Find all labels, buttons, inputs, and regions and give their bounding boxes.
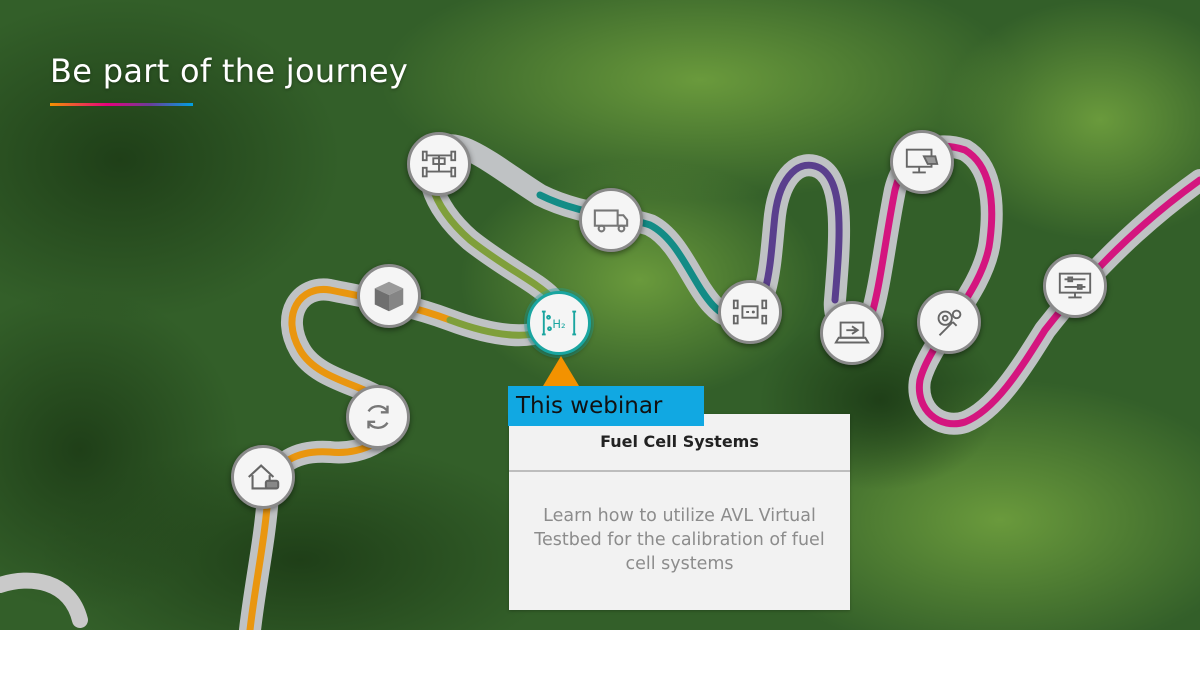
home-charging-icon — [248, 464, 280, 490]
webinar-info-card: Fuel Cell Systems Learn how to utilize A… — [509, 414, 850, 610]
battery-axle-icon — [732, 299, 768, 325]
cycle-node[interactable] — [346, 385, 410, 449]
fuel-cell-node[interactable]: H₂ — [527, 291, 591, 355]
package-node[interactable] — [357, 264, 421, 328]
truck-icon — [593, 209, 629, 233]
cycle-arrows-icon — [367, 405, 389, 429]
this-webinar-tag: This webinar — [508, 386, 704, 426]
monitor-sliders-icon — [1058, 272, 1092, 299]
monitor-hand-node[interactable] — [890, 130, 954, 194]
laptop-icon — [834, 321, 870, 344]
drivetrain-node[interactable] — [407, 132, 471, 196]
card-title: Fuel Cell Systems — [600, 432, 759, 451]
box-icon — [374, 281, 404, 312]
card-description: Learn how to utilize AVL Virtual Testbed… — [534, 506, 825, 574]
monitor-sliders-node[interactable] — [1043, 254, 1107, 318]
webinar-pointer — [543, 356, 579, 386]
slide: Be part of the journey — [0, 0, 1200, 630]
truck-node[interactable] — [579, 188, 643, 252]
battery-axle-node[interactable] — [718, 280, 782, 344]
gears-wrench-node[interactable] — [917, 290, 981, 354]
home-charging-node[interactable] — [231, 445, 295, 509]
svg-text:H₂: H₂ — [552, 317, 565, 331]
card-divider — [509, 470, 850, 472]
fuel-cell-h2-icon: H₂ — [541, 310, 577, 336]
slide-title: Be part of the journey — [50, 52, 409, 90]
laptop-node[interactable] — [820, 301, 884, 365]
drivetrain-icon — [421, 150, 457, 178]
gears-wrench-icon — [937, 309, 962, 336]
title-accent-underline — [50, 103, 193, 106]
monitor-hand-icon — [905, 148, 939, 174]
